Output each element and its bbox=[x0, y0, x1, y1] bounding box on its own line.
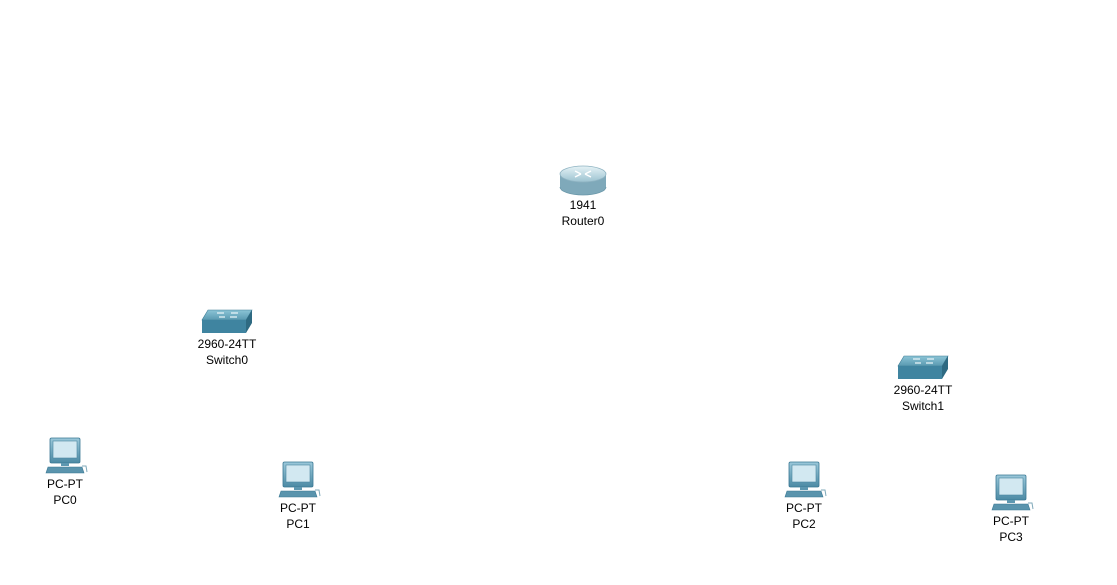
switch-icon bbox=[897, 355, 949, 379]
router0-model-label: 1941 bbox=[569, 198, 597, 212]
pc3-name-label: PC3 bbox=[999, 530, 1023, 544]
pc1-name-label: PC1 bbox=[286, 517, 310, 531]
switch0-name-label: Switch0 bbox=[205, 353, 249, 367]
device-pc0[interactable]: PC-PT PC0 bbox=[25, 436, 105, 508]
device-pc3[interactable]: PC-PT PC3 bbox=[971, 473, 1051, 545]
pc-icon bbox=[45, 437, 88, 474]
pc3-model-label: PC-PT bbox=[993, 514, 1029, 528]
device-router0[interactable]: 1941 Router0 bbox=[543, 165, 623, 229]
device-pc2[interactable]: PC-PT PC2 bbox=[764, 460, 844, 532]
pc0-model-label: PC-PT bbox=[47, 477, 83, 491]
device-switch0[interactable]: 2960-24TT Switch0 bbox=[187, 308, 267, 368]
pc2-name-label: PC2 bbox=[792, 517, 816, 531]
switch1-name-label: Switch1 bbox=[901, 399, 945, 413]
router0-name-label: Router0 bbox=[561, 214, 605, 228]
switch0-model-label: 2960-24TT bbox=[197, 337, 257, 351]
router-icon bbox=[559, 165, 607, 196]
switch-icon bbox=[201, 309, 253, 333]
switch1-model-label: 2960-24TT bbox=[893, 383, 953, 397]
pc0-name-label: PC0 bbox=[53, 493, 77, 507]
pc2-model-label: PC-PT bbox=[786, 501, 822, 515]
device-pc1[interactable]: PC-PT PC1 bbox=[258, 460, 338, 532]
pc-icon bbox=[278, 461, 321, 498]
pc-icon bbox=[784, 461, 827, 498]
pc-icon bbox=[991, 474, 1034, 511]
pc1-model-label: PC-PT bbox=[280, 501, 316, 515]
device-switch1[interactable]: 2960-24TT Switch1 bbox=[883, 354, 963, 414]
